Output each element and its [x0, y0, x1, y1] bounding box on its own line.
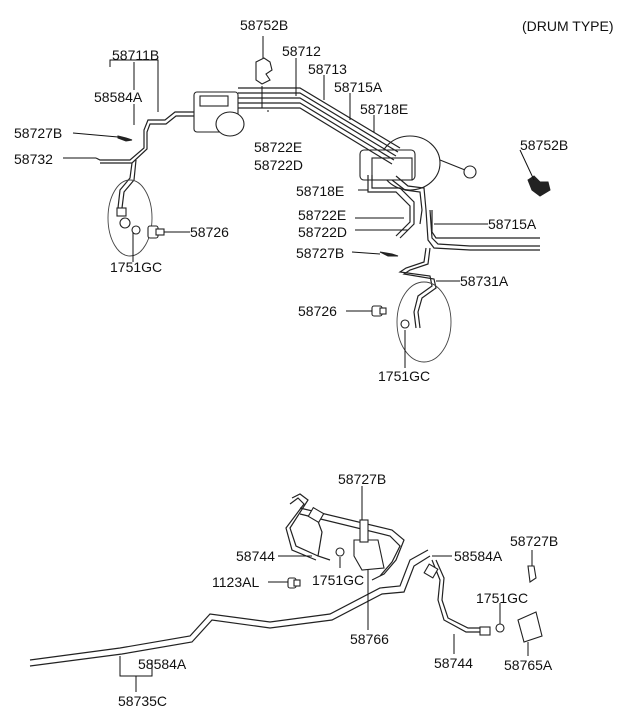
washer-1751GC-left [131, 225, 141, 235]
washer-1751GC-bot [335, 547, 345, 557]
label-1751GC-bot-r: 1751GC [476, 590, 528, 606]
label-1751GC-left: 1751GC [110, 259, 162, 275]
label-58732: 58732 [14, 151, 53, 167]
top-leaders [63, 36, 535, 368]
label-58584A-top: 58584A [94, 89, 143, 105]
pipe-bundle [238, 87, 401, 165]
bolt-58726-right [371, 305, 387, 317]
label-58735C: 58735C [118, 693, 167, 709]
label-58727B-top: 58727B [14, 125, 62, 141]
hydraulic-unit [193, 91, 245, 137]
label-58718E-top: 58718E [360, 101, 408, 117]
label-58726-left: 58726 [190, 224, 229, 240]
label-58731A: 58731A [460, 273, 509, 289]
label-58713: 58713 [308, 61, 347, 77]
label-58711B: 58711B [112, 47, 159, 63]
bolt-58726-left [147, 225, 165, 239]
label-58766: 58766 [350, 631, 389, 647]
rear-pipe-58735C [29, 493, 486, 667]
pipe-58715A-58731A [398, 209, 540, 329]
label-58727B-bot: 58727B [338, 471, 386, 487]
fitting-58744-right [479, 626, 491, 636]
clip-58727B-bot-r [527, 565, 537, 583]
pipe-58718E-58722 [367, 175, 427, 239]
label-58722D-mid: 58722D [298, 224, 347, 240]
label-58722E-top: 58722E [254, 139, 302, 155]
label-58718E-mid: 58718E [296, 183, 344, 199]
label-58744-left: 58744 [236, 548, 275, 564]
label-58712: 58712 [282, 43, 321, 59]
bottom-leaders [119, 486, 533, 692]
diagram-header: (DRUM TYPE) [522, 18, 614, 34]
label-58727B-mid: 58727B [296, 245, 344, 261]
label-58752B-top: 58752B [240, 17, 288, 33]
bracket-58765A [517, 611, 543, 643]
label-58584A-bot: 58584A [138, 656, 187, 672]
label-58744-right: 58744 [434, 655, 473, 671]
bolt-1123AL [287, 577, 301, 589]
label-58715A-mid: 58715A [488, 216, 537, 232]
clip-58727B-top [117, 135, 133, 142]
clip-58752B-top [255, 57, 273, 85]
washer-1751GC-bot-r [495, 623, 505, 633]
label-1751GC-right: 1751GC [378, 368, 430, 384]
clip-58752B-right [527, 175, 551, 197]
label-58722D-top: 58722D [254, 157, 303, 173]
pipe-58732 [95, 111, 194, 229]
label-58584A-bot-r: 58584A [454, 548, 503, 564]
label-58752B-right: 58752B [520, 137, 568, 153]
label-1123AL: 1123AL [212, 574, 259, 590]
label-58727B-bot-r: 58727B [510, 533, 558, 549]
label-58722E-mid: 58722E [298, 207, 346, 223]
washer-1751GC-right [400, 319, 410, 329]
left-wheel-circle [107, 179, 153, 257]
clip-58727B-mid [379, 251, 399, 257]
label-1751GC-bot: 1751GC [312, 572, 364, 588]
fitting-58744-left [307, 506, 325, 524]
fitting-58584A-right [423, 563, 439, 579]
bracket-58766 [353, 519, 385, 571]
part-labels: 58752B 58711B 58712 58713 58715A 58718E … [14, 17, 568, 709]
label-58765A: 58765A [504, 657, 553, 673]
right-wheel-circle [396, 281, 452, 363]
label-58715A-top: 58715A [334, 79, 383, 95]
label-58726-right: 58726 [298, 303, 337, 319]
